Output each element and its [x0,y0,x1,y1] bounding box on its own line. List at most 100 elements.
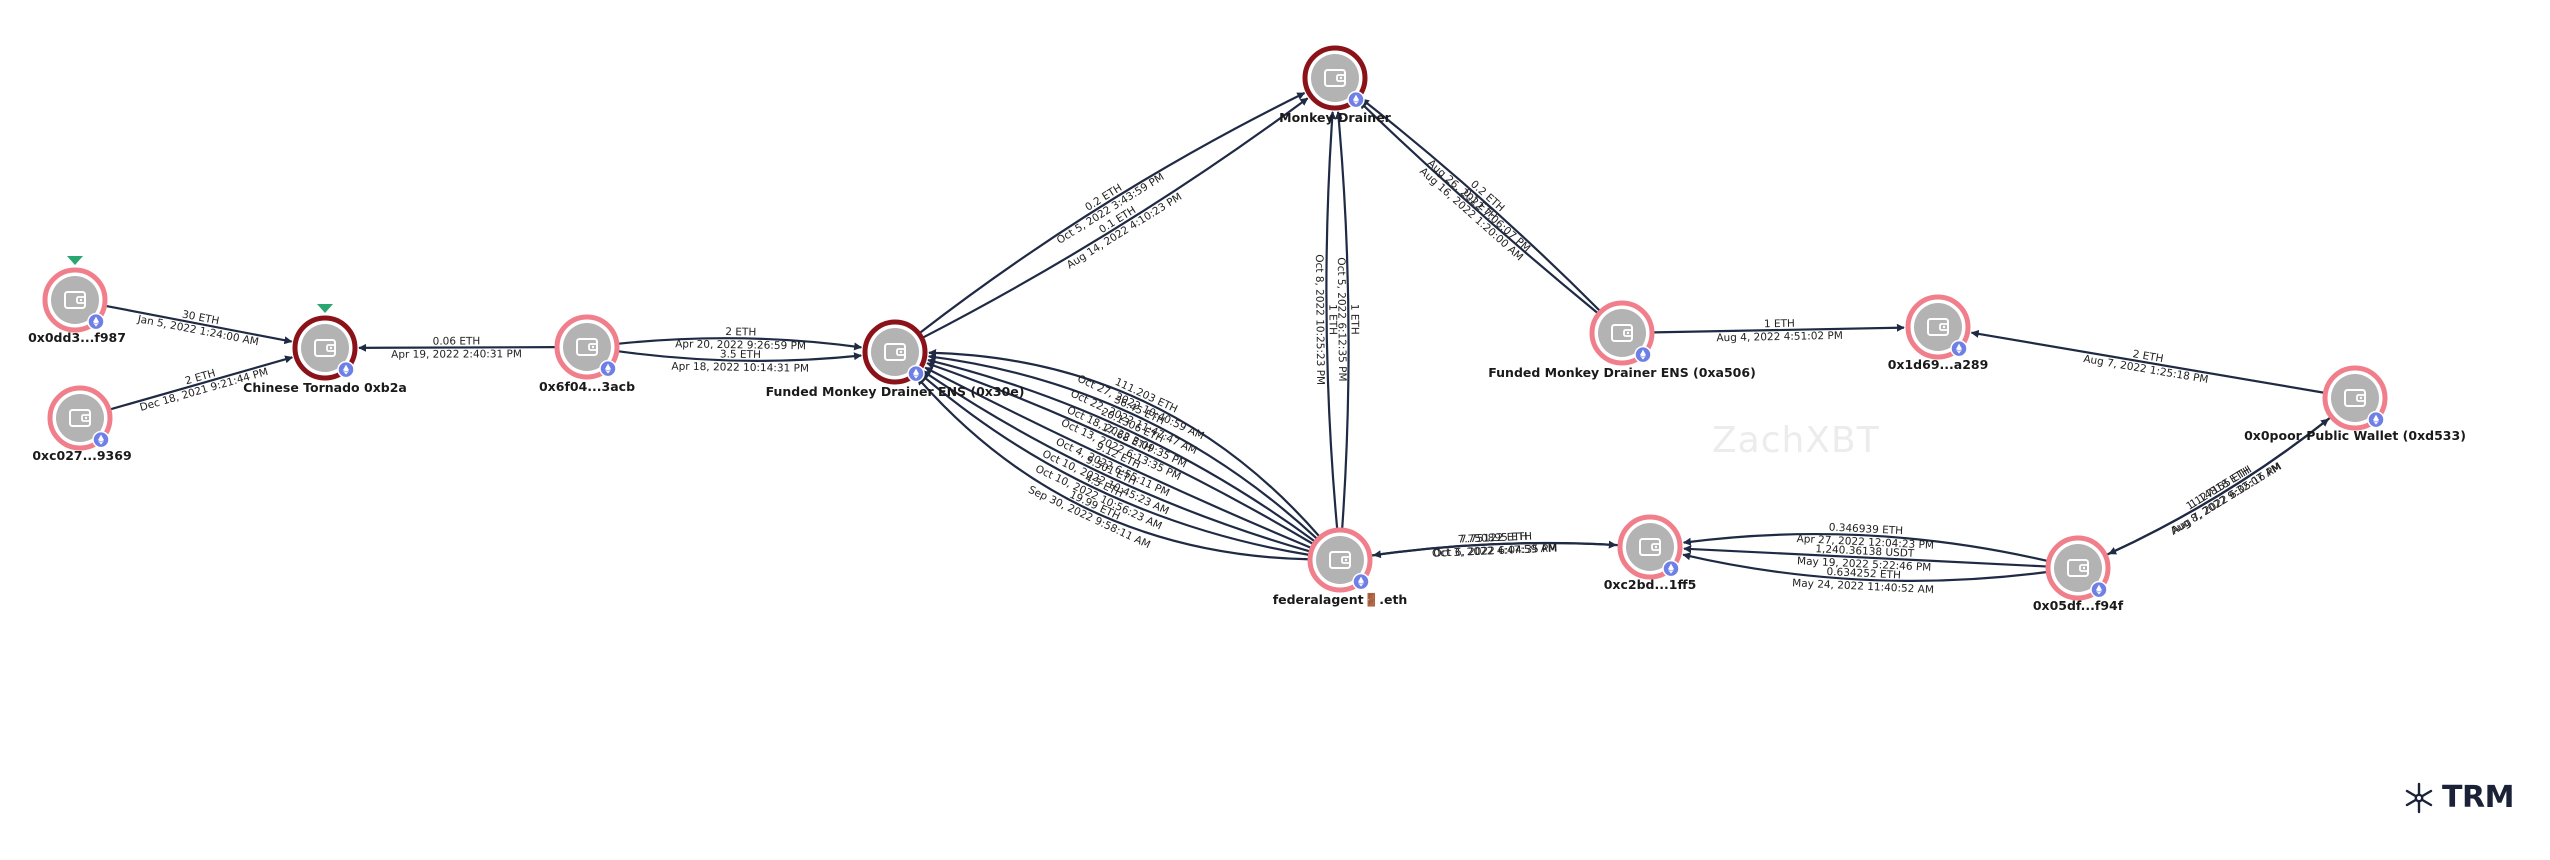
wallet-icon [69,409,91,427]
edge-arrow[interactable] [1361,98,1601,312]
edge-arrow[interactable] [927,357,1315,542]
wallet-node[interactable]: Funded Monkey Drainer ENS (0xa506) [1488,300,1756,380]
ethereum-badge-icon [92,430,110,449]
node-body [1598,309,1646,357]
wallet-node[interactable]: 0x05df...f94f [2033,535,2124,613]
node-label: 0x0poor Public Wallet (0xd533) [2244,428,2466,443]
edge-arrow[interactable] [106,304,293,345]
edge-arrow[interactable] [618,350,862,362]
edge-arrow[interactable] [926,361,1314,545]
wallet-icon [64,291,86,309]
edge-arrow[interactable] [1325,111,1339,529]
wallet-node[interactable]: Chinese Tornado 0xb2a [243,304,407,395]
node-body [1914,303,1962,351]
edge-arrow[interactable] [618,337,863,351]
edge-amount: 0.634252 ETH [1826,566,1901,582]
ethereum-badge-icon [1662,559,1680,578]
wallet-node[interactable]: 0xc027...9369 [32,385,132,463]
node-label: federalagent🚪.eth [1273,592,1408,607]
edge-arrow[interactable] [1683,545,2047,568]
wallet-node[interactable]: 0x6f04...3acb [539,314,635,394]
wallet-icon [1324,69,1346,87]
wallet-node[interactable]: 0x1d69...a289 [1888,294,1989,372]
edge-date: Aug 16, 2022 1:20:00 AM [1417,165,1525,263]
wallet-node[interactable]: 0x0dd3...f987 [28,256,126,345]
node-body [871,328,919,376]
wallet-node[interactable]: Funded Monkey Drainer ENS (0x30e) [766,319,1025,399]
edge-amount: 1 ETH [1326,304,1338,335]
brand-name: TRM [2442,780,2514,815]
edge-arrow[interactable] [1358,100,1598,314]
edge-arrow[interactable] [358,343,556,352]
edge-amount: 0.06 ETH [433,335,481,347]
edge-amount: 0.346939 ETH [1828,522,1903,538]
node-label: 0xc027...9369 [32,448,131,463]
node-label: Chinese Tornado 0xb2a [243,380,407,395]
edge-date: Aug 4, 2022 4:51:02 PM [1716,330,1843,344]
edge-date: Aug 7, 2022 6:05:16 PM [2170,461,2284,537]
node-body [1626,523,1674,571]
edge-arrow[interactable] [919,92,1306,334]
edge-arrow[interactable] [1682,552,2047,582]
edge-arrow[interactable] [1653,323,1905,334]
watermark: ZachXBT [1712,420,1880,461]
node-body [563,323,611,371]
ethereum-badge-icon [87,312,105,331]
edge-amount: 2 ETH [725,326,756,339]
edge-amount: 1 ETH [1348,304,1360,335]
edge-arrow[interactable] [1682,532,2048,562]
wallet-icon [1329,551,1351,569]
trm-snowflake-icon [2405,782,2433,813]
edge-date: Apr 19, 2022 2:40:31 PM [391,348,522,360]
wallet-node[interactable]: Monkey Drainer [1279,45,1392,125]
edge-arrow[interactable] [928,348,1320,537]
ethereum-badge-icon [907,364,925,383]
edge-arrow[interactable] [922,370,1310,553]
edge-amount: 7.750895 ETH [1457,531,1532,546]
edge-date: Apr 18, 2022 10:14:31 PM [671,361,809,375]
ethereum-badge-icon [1347,90,1365,109]
edge-amount: 7.75122 ETH [1460,531,1528,546]
edge-arrow[interactable] [1372,541,1619,559]
edge-arrow[interactable] [1970,329,2324,394]
ethereum-badge-icon [1950,339,1968,358]
edge-arrow[interactable] [1334,111,1350,529]
ethereum-badge-icon [337,360,355,379]
edge-arrow[interactable] [922,97,1309,339]
wallet-node[interactable]: 0x0poor Public Wallet (0xd533) [2244,365,2466,443]
wallet-icon [1927,318,1949,336]
edge-arrow[interactable] [2108,417,2331,555]
ethereum-badge-icon [599,359,617,378]
node-label: 0x05df...f94f [2033,598,2124,613]
wallet-node[interactable]: 0xc2bd...1ff5 [1604,514,1697,592]
edge-date: Oct 8, 2022 10:25:23 PM [1313,254,1326,385]
edge-arrow[interactable] [924,366,1311,549]
edge-date: Oct 6, 2022 6:04:35 PM [1433,542,1558,559]
edge-arrow[interactable] [927,353,1318,540]
edge-arrow[interactable] [920,373,1309,556]
edge-arrow[interactable] [110,355,294,411]
wallet-node[interactable]: federalagent🚪.eth [1273,527,1408,607]
edge-arrow[interactable] [916,376,1309,561]
node-label: Monkey Drainer [1279,110,1392,125]
